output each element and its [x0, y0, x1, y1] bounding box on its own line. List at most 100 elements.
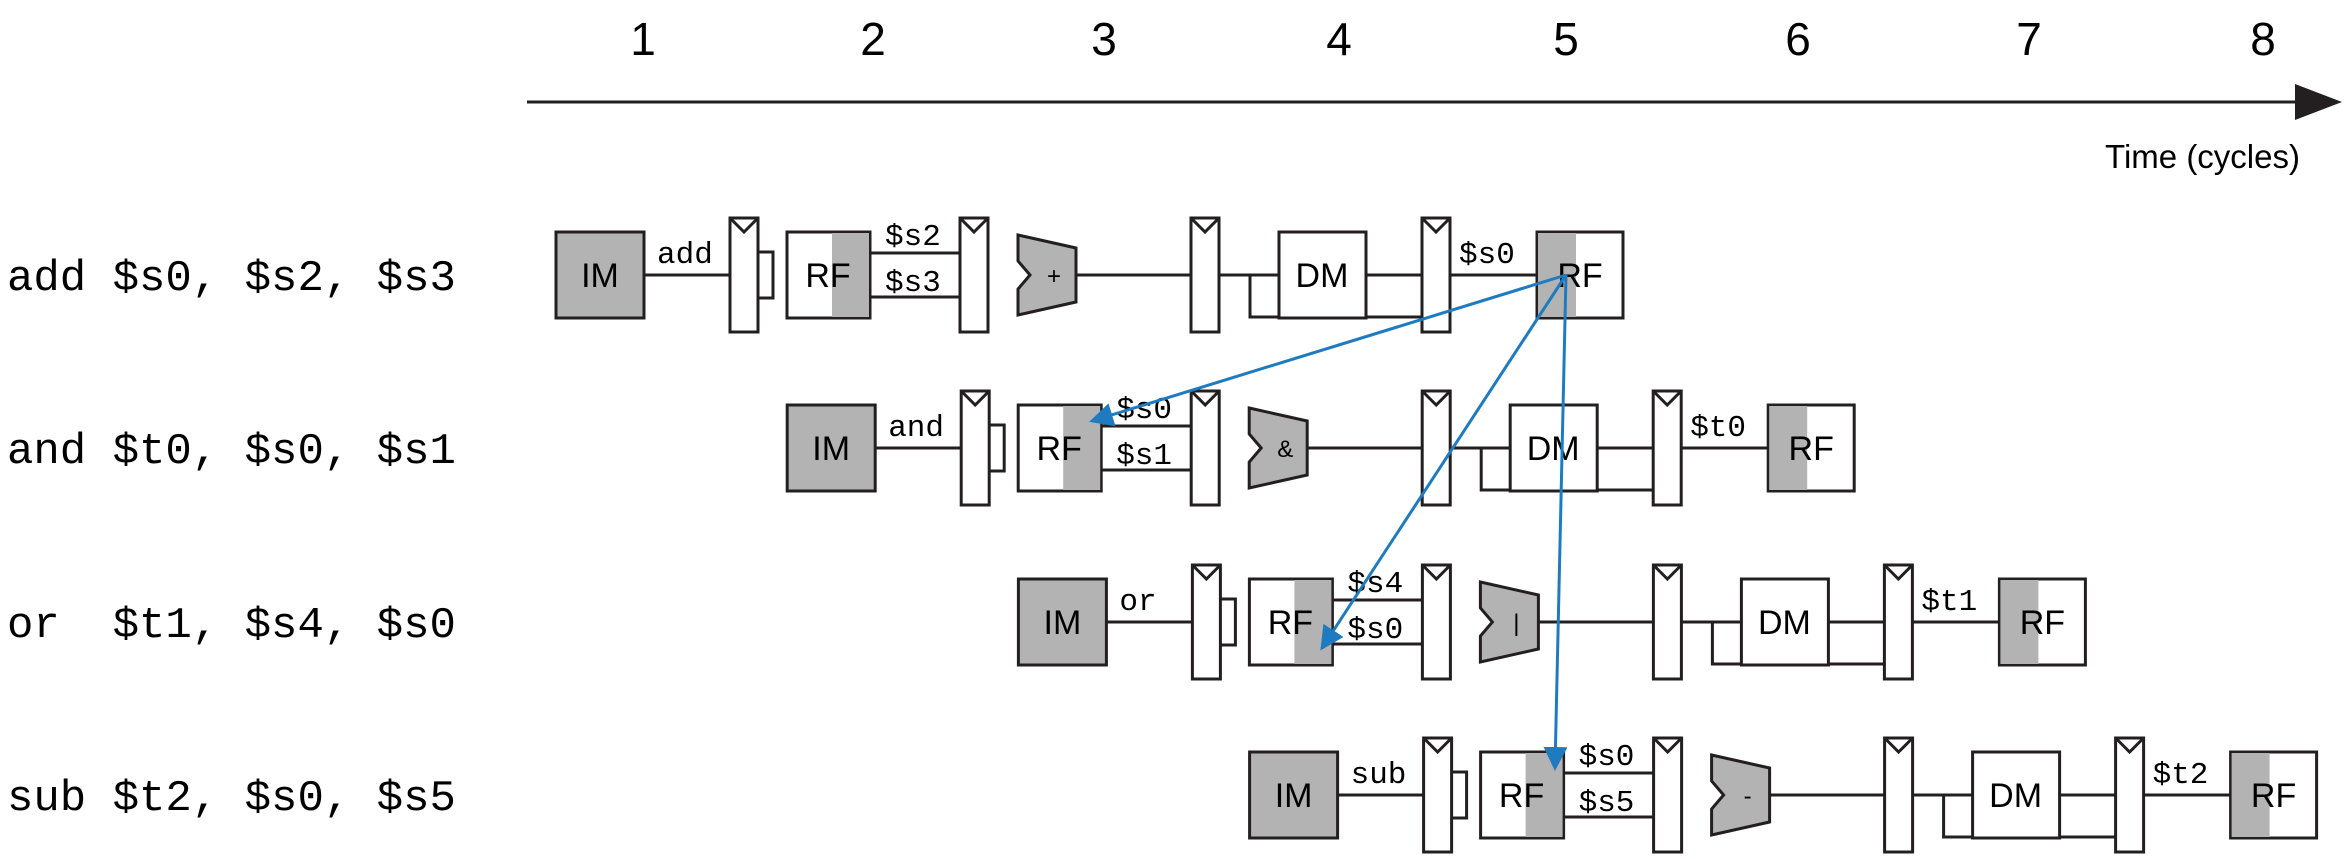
alu-operation-label: +	[1047, 263, 1061, 290]
cycle-number-4: 4	[1326, 13, 1352, 65]
opcode-label: add	[657, 238, 713, 273]
opcode-label: and	[888, 411, 944, 446]
pipeline-register-mem-wb-clock-mark	[1883, 563, 1914, 582]
pipeline-register-mem-wb	[1882, 563, 1914, 681]
pipeline-register-ex-mem	[1189, 216, 1221, 334]
alu-shape	[1478, 580, 1540, 664]
rf-read-label: RF	[1037, 430, 1082, 468]
arrow-to-sub	[1543, 274, 1568, 771]
instruction-label-add: add $s0, $s2, $s3	[7, 254, 456, 304]
rf-write-shaded-half	[2000, 580, 2039, 664]
cycle-number-8: 8	[2250, 13, 2276, 65]
pipeline-register-ex-mem-clock-mark	[1189, 216, 1221, 235]
wire-reg-to-rf-decode	[989, 423, 1006, 473]
alu-operation-label: |	[1513, 610, 1519, 637]
im-box	[1016, 577, 1108, 667]
cycle-number-1: 1	[630, 13, 656, 65]
cycle-number-7: 7	[2016, 13, 2042, 65]
rf-read-label: RF	[1499, 777, 1544, 815]
time-axis: 1 2 3 4 5 6 7 8 Time (cycles)	[527, 13, 2342, 175]
rf-write-shaded-half	[2231, 753, 2270, 837]
pipeline-register-id-ex	[1420, 563, 1452, 681]
im-box	[785, 403, 877, 493]
destination-label: $t0	[1690, 411, 1746, 446]
source-b-label: $s3	[885, 266, 941, 301]
cycle-number-2: 2	[860, 13, 886, 65]
wire-reg-to-rf-decode	[1220, 597, 1237, 647]
dm-box	[1739, 577, 1830, 667]
instruction-label-or: or $t1, $s4, $s0	[7, 601, 456, 651]
arrow-to-or	[1320, 274, 1568, 651]
opcode-label: or	[1119, 585, 1156, 620]
pipeline-register-ex-mem	[1420, 389, 1452, 507]
source-a-label: $s2	[885, 220, 941, 255]
source-b-label: $s0	[1347, 613, 1403, 648]
pipeline-register-if-id-clock-mark	[728, 216, 760, 235]
dependency-arrows	[1089, 273, 1568, 771]
instruction-label-sub: sub $t2, $s0, $s5	[7, 774, 456, 824]
pipeline-register-if-id	[1190, 563, 1222, 681]
pipeline-register-id-ex	[1652, 736, 1684, 854]
dm-box	[1277, 230, 1368, 320]
pipeline-register-mem-wb	[1651, 389, 1683, 507]
opcode-label: sub	[1351, 758, 1407, 793]
alu-operation-label: -	[1744, 783, 1752, 810]
rf-write-label: RF	[2251, 777, 2296, 815]
alu-operation-label: &	[1277, 436, 1293, 463]
rf-write-label: RF	[1789, 430, 1834, 468]
pipeline-register-ex-mem	[1883, 736, 1915, 854]
pipeline-register-ex-mem	[1651, 563, 1683, 681]
rf-read-shaded-half	[832, 233, 869, 317]
pipeline-rows: IMaddRF$s2$s3+DM$s0RFIMandRF$s0$s1&DM$t0…	[554, 216, 2319, 854]
cycle-number-5: 5	[1553, 13, 1579, 65]
wire-reg-to-rf-decode	[758, 250, 775, 300]
time-axis-label: Time (cycles)	[2105, 138, 2300, 175]
rf-write-shaded-half	[1538, 233, 1576, 317]
dm-label: DM	[1527, 430, 1580, 468]
rf-write-shaded-half	[1769, 406, 1808, 490]
pipeline-register-id-ex-clock-mark	[1190, 389, 1221, 408]
pipeline-register-mem-wb-clock-mark	[1420, 216, 1452, 235]
pipeline-register-if-id-clock-mark	[1191, 563, 1222, 582]
pipeline-register-mem-wb-clock-mark	[1652, 389, 1683, 408]
im-box	[1248, 750, 1340, 840]
rf-read-label: RF	[1268, 604, 1313, 642]
alu-shape	[1710, 753, 1772, 837]
im-label: IM	[1275, 777, 1313, 815]
pipeline-register-mem-wb	[2114, 736, 2146, 854]
source-b-label: $s1	[1116, 439, 1172, 474]
cycle-number-3: 3	[1091, 13, 1117, 65]
cycle-number-6: 6	[1785, 13, 1811, 65]
im-box	[554, 230, 646, 320]
dm-label: DM	[1758, 604, 1811, 642]
time-axis-arrowhead	[2295, 84, 2342, 120]
pipeline-register-id-ex-clock-mark	[1421, 563, 1452, 582]
wire-reg-to-rf-decode	[1451, 770, 1469, 820]
pipeline-register-if-id-clock-mark	[1422, 736, 1453, 755]
dm-label: DM	[1989, 777, 2042, 815]
pipeline-register-id-ex	[958, 216, 990, 334]
alu-shape	[1247, 406, 1309, 490]
pipeline-register-if-id	[1422, 736, 1454, 854]
pipeline-register-id-ex	[1189, 389, 1221, 507]
pipeline-register-if-id	[959, 389, 991, 507]
pipeline-register-id-ex-clock-mark	[958, 216, 990, 235]
pipeline-register-ex-mem-clock-mark	[1421, 389, 1452, 408]
pipeline-register-if-id-clock-mark	[960, 389, 991, 408]
arrow-to-and	[1089, 273, 1567, 427]
dm-label: DM	[1296, 257, 1349, 295]
source-a-label: $s0	[1579, 740, 1635, 775]
im-label: IM	[812, 430, 850, 468]
im-label: IM	[1044, 604, 1082, 642]
pipeline-register-ex-mem-clock-mark	[1883, 736, 1914, 755]
dm-box	[1508, 403, 1599, 493]
dm-box	[1971, 750, 2062, 840]
rf-read-label: RF	[805, 257, 850, 295]
pipeline-register-if-id	[728, 216, 760, 334]
